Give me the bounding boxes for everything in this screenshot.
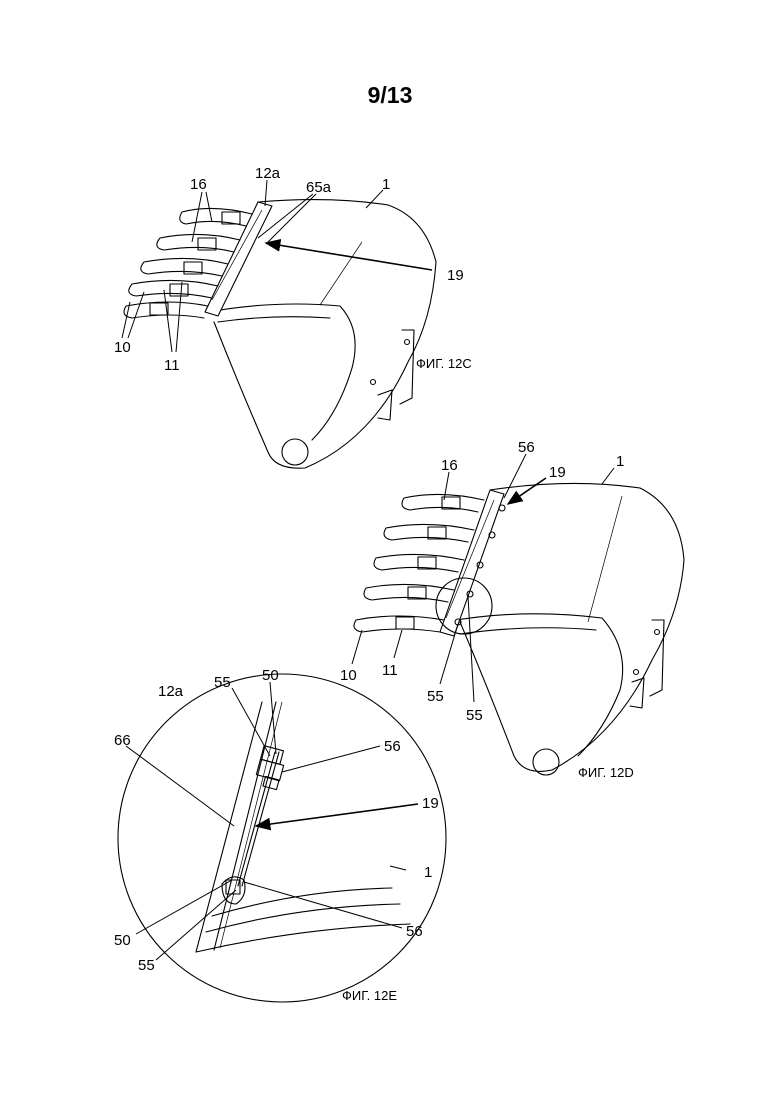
label-1: 1	[382, 176, 390, 193]
detail-drawing-12e	[196, 702, 410, 952]
label-19: 19	[422, 795, 439, 812]
label-50-bottom: 50	[114, 932, 131, 949]
label-55-right: 55	[466, 707, 483, 724]
label-50-top: 50	[262, 667, 279, 684]
label-19: 19	[447, 267, 464, 284]
label-12a: 12a	[255, 165, 281, 182]
label-66: 66	[114, 732, 131, 749]
label-55-bottom: 55	[138, 957, 155, 974]
label-16: 16	[441, 457, 458, 474]
label-55-top: 55	[214, 674, 231, 691]
reference-labels-12d: 56 16 19 1 10 11 55 55 ФИГ. 12D	[340, 439, 634, 780]
detail-circle	[118, 674, 446, 1002]
leader-lines-12e	[126, 682, 418, 960]
label-16: 16	[190, 176, 207, 193]
label-12a: 12a	[158, 683, 184, 700]
figure-caption-12d: ФИГ. 12D	[578, 765, 634, 780]
page-number: 9/13	[340, 82, 440, 109]
bucket-drawing-12d	[354, 483, 684, 775]
reference-labels-12e: 55 50 12a 66 56 19 1 50 56 55 ФИГ. 12E	[114, 667, 439, 1003]
label-65a: 65a	[306, 179, 332, 196]
label-11: 11	[382, 662, 398, 679]
leader-lines-12c	[122, 180, 432, 352]
label-56-top: 56	[384, 738, 401, 755]
label-10: 10	[340, 667, 357, 684]
figure-12e: 55 50 12a 66 56 19 1 50 56 55 ФИГ. 12E	[114, 667, 446, 1003]
figure-caption-12e: ФИГ. 12E	[342, 988, 397, 1003]
label-19: 19	[549, 464, 566, 481]
figure-12d: 56 16 19 1 10 11 55 55 ФИГ. 12D	[340, 439, 684, 780]
bucket-drawing-12c	[124, 200, 436, 469]
figure-caption-12c: ФИГ. 12C	[416, 356, 472, 371]
label-55-left: 55	[427, 688, 444, 705]
label-10: 10	[114, 339, 131, 356]
label-11: 11	[164, 357, 180, 374]
label-56-bottom: 56	[406, 923, 423, 940]
label-1: 1	[616, 453, 624, 470]
label-56: 56	[518, 439, 535, 456]
label-1: 1	[424, 864, 432, 881]
figure-12c: 16 12a 65a 1 19 10 11 ФИГ. 12C	[114, 165, 472, 468]
